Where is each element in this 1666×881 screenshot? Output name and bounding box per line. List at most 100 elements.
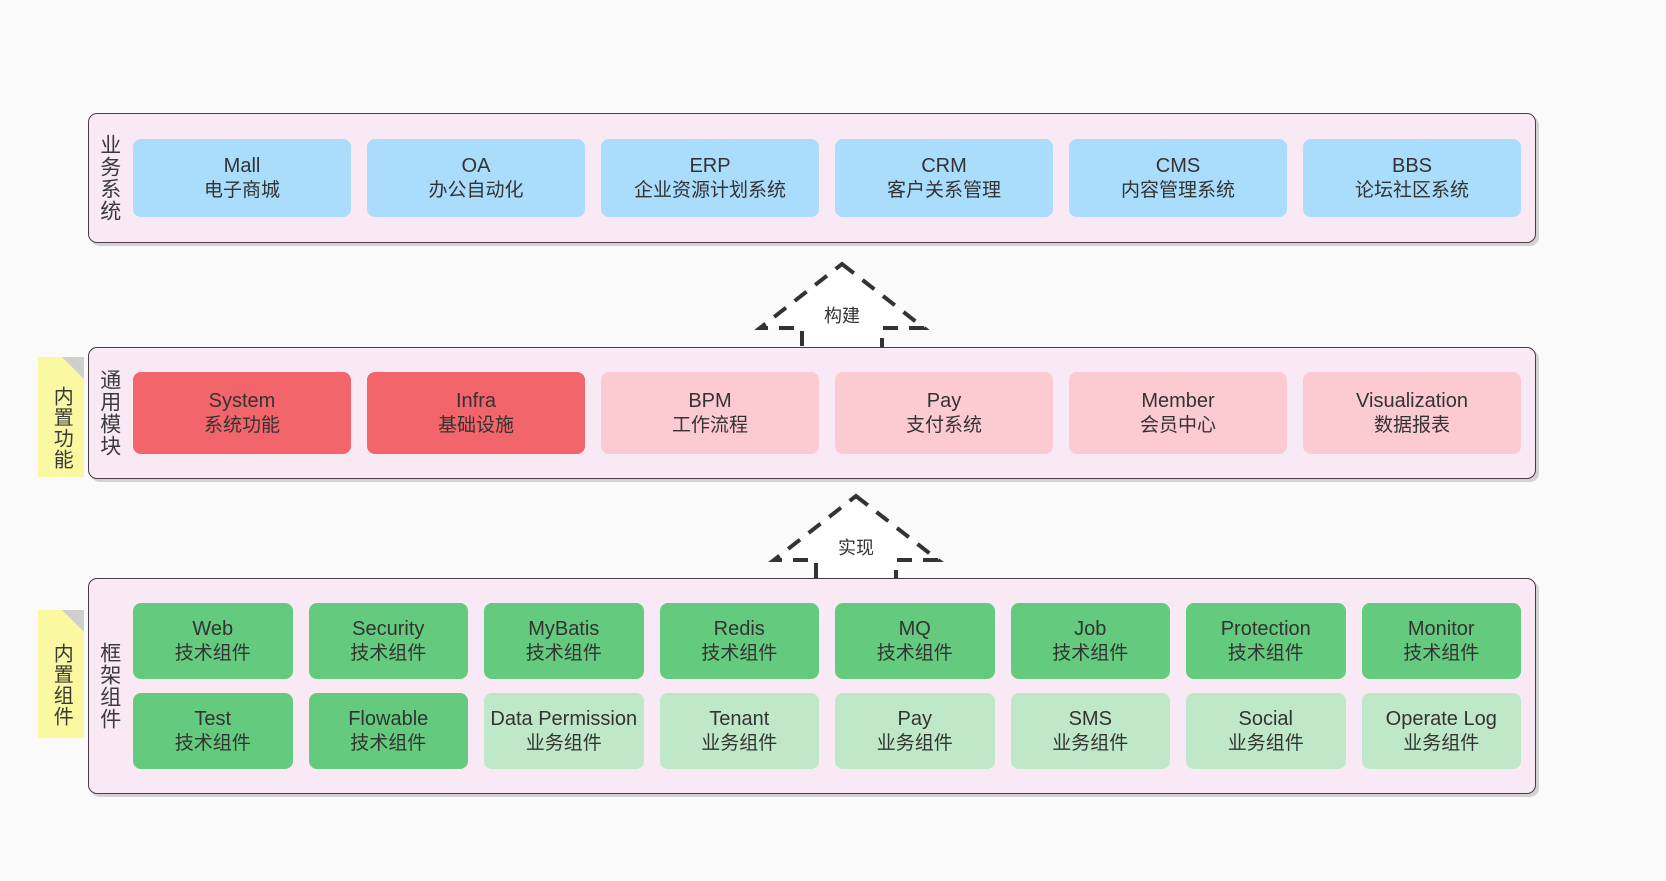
card-system[interactable]: System 系统功能: [133, 372, 351, 454]
card-security[interactable]: Security 技术组件: [308, 603, 468, 679]
card-title: Pay: [897, 708, 932, 731]
card-subtitle: 数据报表: [1373, 414, 1450, 436]
card-infra[interactable]: Infra 基础设施: [367, 372, 585, 454]
card-title: MQ: [898, 618, 931, 641]
card-subtitle: 论坛社区系统: [1354, 179, 1469, 201]
card-subtitle: 企业资源计划系统: [633, 179, 786, 201]
card-subtitle: 业务组件: [1227, 732, 1304, 754]
card-web[interactable]: Web 技术组件: [133, 603, 293, 679]
card-title: Data Permission: [490, 708, 638, 731]
card-pay[interactable]: Pay 支付系统: [835, 372, 1053, 454]
panel-common-modules: 通用模块 System 系统功能 Infra 基础设施 BPM 工作流程 Pay…: [88, 347, 1536, 479]
card-redis[interactable]: Redis 技术组件: [659, 603, 819, 679]
card-title: Monitor: [1407, 618, 1475, 641]
card-subtitle: 技术组件: [876, 642, 953, 664]
card-title: Redis: [713, 618, 765, 641]
card-subtitle: 办公自动化: [428, 179, 524, 201]
card-subtitle: 技术组件: [525, 642, 602, 664]
card-title: Pay: [926, 390, 962, 413]
panel-body-business-systems: Mall 电子商城 OA 办公自动化 ERP 企业资源计划系统 CRM 客户关系…: [129, 114, 1535, 242]
card-title: SMS: [1068, 708, 1112, 731]
card-subtitle: 技术组件: [1403, 642, 1480, 664]
card-tenant[interactable]: Tenant 业务组件: [659, 693, 819, 769]
card-title: OA: [461, 155, 491, 178]
card-title: MyBatis: [528, 618, 600, 641]
card-title: Operate Log: [1385, 708, 1497, 731]
card-crm[interactable]: CRM 客户关系管理: [835, 139, 1053, 217]
card-monitor[interactable]: Monitor 技术组件: [1361, 603, 1521, 679]
card-title: Flowable: [348, 708, 429, 731]
card-subtitle: 业务组件: [1052, 732, 1129, 754]
panel-label-business-systems: 业务系统: [97, 134, 121, 222]
panel-body-common-modules: System 系统功能 Infra 基础设施 BPM 工作流程 Pay 支付系统…: [129, 348, 1535, 478]
card-subtitle: 技术组件: [174, 732, 251, 754]
card-title: Job: [1074, 618, 1107, 641]
card-title: CMS: [1155, 155, 1201, 178]
card-subtitle: 支付系统: [905, 414, 982, 436]
card-subtitle: 技术组件: [350, 642, 427, 664]
card-title: Web: [192, 618, 234, 641]
card-subtitle: 技术组件: [1052, 642, 1129, 664]
card-title: BPM: [688, 390, 732, 413]
card-subtitle: 电子商城: [203, 179, 280, 201]
card-cms[interactable]: CMS 内容管理系统: [1069, 139, 1287, 217]
card-subtitle: 技术组件: [174, 642, 251, 664]
arrow-implement: 实现: [766, 490, 946, 588]
card-subtitle: 业务组件: [525, 732, 602, 754]
card-title: CRM: [921, 155, 967, 178]
panel-label-common-modules: 通用模块: [97, 369, 121, 457]
card-protection[interactable]: Protection 技术组件: [1186, 603, 1346, 679]
card-subtitle: 技术组件: [701, 642, 778, 664]
card-visualization[interactable]: Visualization 数据报表: [1303, 372, 1521, 454]
card-title: Member: [1141, 390, 1215, 413]
card-test[interactable]: Test 技术组件: [133, 693, 293, 769]
card-social[interactable]: Social 业务组件: [1186, 693, 1346, 769]
card-oa[interactable]: OA 办公自动化: [367, 139, 585, 217]
card-bbs[interactable]: BBS 论坛社区系统: [1303, 139, 1521, 217]
card-title: Tenant: [709, 708, 770, 731]
card-mq[interactable]: MQ 技术组件: [835, 603, 995, 679]
card-subtitle: 客户关系管理: [886, 179, 1001, 201]
card-bpm[interactable]: BPM 工作流程: [601, 372, 819, 454]
card-title: Security: [352, 618, 425, 641]
card-mybatis[interactable]: MyBatis 技术组件: [484, 603, 644, 679]
panel-label-framework-components: 框架组件: [97, 642, 121, 730]
card-erp[interactable]: ERP 企业资源计划系统: [601, 139, 819, 217]
note-label: 内置功能: [50, 386, 73, 470]
card-title: Mall: [223, 155, 261, 178]
card-data-permission[interactable]: Data Permission 业务组件: [484, 693, 644, 769]
card-sms[interactable]: SMS 业务组件: [1010, 693, 1170, 769]
card-row: Test 技术组件 Flowable 技术组件 Data Permission …: [133, 693, 1521, 769]
note-label: 内置组件: [50, 643, 73, 727]
card-flowable[interactable]: Flowable 技术组件: [308, 693, 468, 769]
card-subtitle: 会员中心: [1139, 414, 1216, 436]
card-subtitle: 工作流程: [671, 414, 748, 436]
note-builtin-features: 内置功能: [38, 357, 84, 477]
card-member[interactable]: Member 会员中心: [1069, 372, 1287, 454]
card-title: ERP: [689, 155, 731, 178]
card-row: Mall 电子商城 OA 办公自动化 ERP 企业资源计划系统 CRM 客户关系…: [133, 139, 1521, 217]
card-subtitle: 业务组件: [701, 732, 778, 754]
card-subtitle: 技术组件: [1227, 642, 1304, 664]
card-subtitle: 业务组件: [1403, 732, 1480, 754]
card-pay-business[interactable]: Pay 业务组件: [835, 693, 995, 769]
panel-business-systems: 业务系统 Mall 电子商城 OA 办公自动化 ERP 企业资源计划系统 CRM…: [88, 113, 1536, 243]
card-subtitle: 系统功能: [203, 414, 280, 436]
card-mall[interactable]: Mall 电子商城: [133, 139, 351, 217]
card-title: Social: [1238, 708, 1293, 731]
card-title: BBS: [1391, 155, 1433, 178]
card-operate-log[interactable]: Operate Log 业务组件: [1361, 693, 1521, 769]
card-title: System: [208, 390, 276, 413]
card-row: Web 技术组件 Security 技术组件 MyBatis 技术组件 Redi…: [133, 603, 1521, 679]
arrow-build: 构建: [752, 258, 932, 356]
card-title: Infra: [455, 390, 497, 413]
card-subtitle: 技术组件: [350, 732, 427, 754]
card-job[interactable]: Job 技术组件: [1010, 603, 1170, 679]
panel-body-framework-components: Web 技术组件 Security 技术组件 MyBatis 技术组件 Redi…: [129, 579, 1535, 793]
card-title: Visualization: [1356, 390, 1468, 413]
card-subtitle: 内容管理系统: [1120, 179, 1235, 201]
card-subtitle: 业务组件: [876, 732, 953, 754]
card-row: System 系统功能 Infra 基础设施 BPM 工作流程 Pay 支付系统…: [133, 372, 1521, 454]
card-subtitle: 基础设施: [437, 414, 514, 436]
